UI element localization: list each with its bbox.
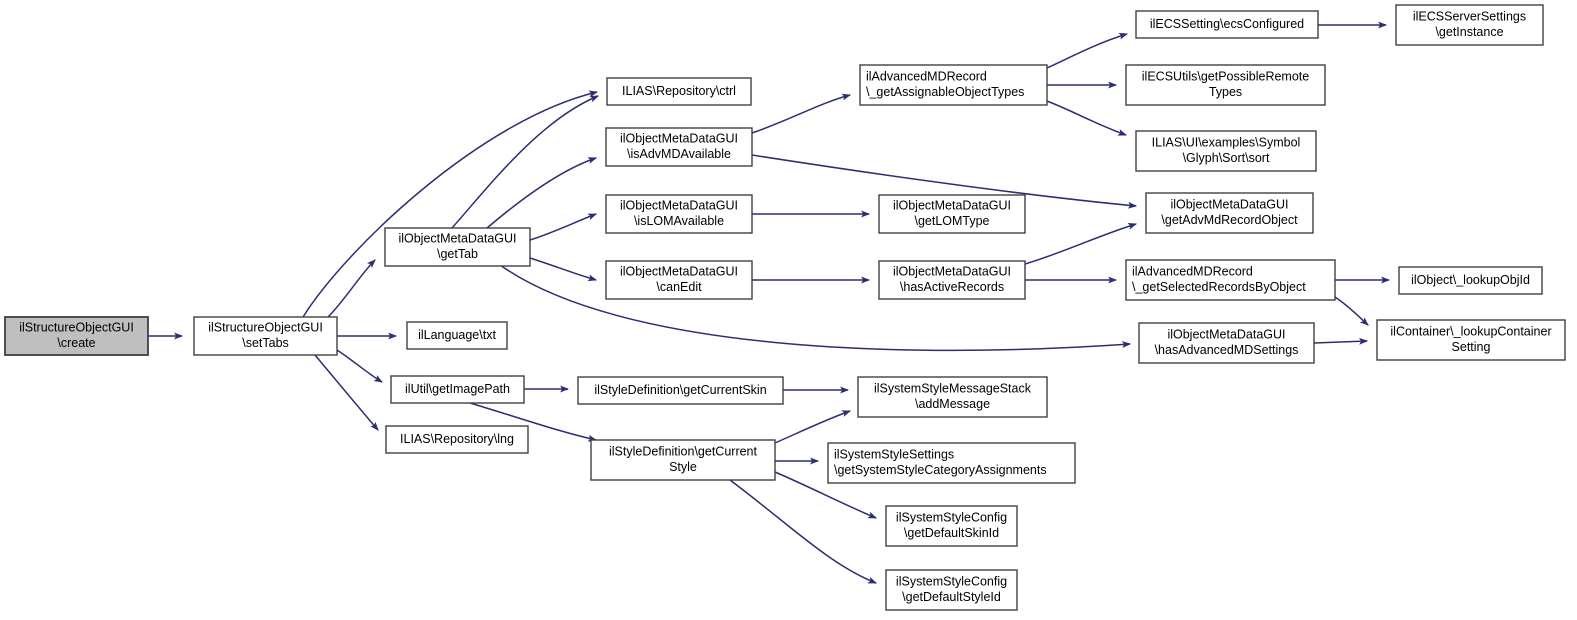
node-addMessage[interactable]: ilSystemStyleMessageStack\addMessage bbox=[857, 376, 1048, 418]
node-box-setTabs[interactable] bbox=[193, 316, 338, 356]
node-box-symbolSort[interactable] bbox=[1135, 130, 1317, 172]
node-getImagePath[interactable]: ilUtil\getImagePath bbox=[390, 375, 525, 404]
call-edge-setTabs-to-repoCtrl bbox=[302, 90, 599, 318]
node-box-isLOMAvailable[interactable] bbox=[605, 194, 753, 234]
node-canEdit[interactable]: ilObjectMetaDataGUI\canEdit bbox=[605, 260, 753, 300]
call-edge-getTab-to-canEdit bbox=[529, 257, 598, 282]
node-defaultStyleId[interactable]: ilSystemStyleConfig\getDefaultStyleId bbox=[885, 569, 1018, 611]
node-box-getLOMType[interactable] bbox=[878, 194, 1026, 234]
node-hasActiveRecords[interactable]: ilObjectMetaDataGUI\hasActiveRecords bbox=[878, 260, 1026, 300]
node-advMdRecordObject[interactable]: ilObjectMetaDataGUI\getAdvMdRecordObject bbox=[1145, 192, 1314, 234]
call-edge-selectedRecords-to-lookupContainer bbox=[1334, 296, 1369, 326]
call-edge-isAdvMDAvailable-to-advMdRecordObject bbox=[751, 154, 1138, 209]
node-symbolSort[interactable]: ILIAS\UI\examples\Symbol\Glyph\Sort\sort bbox=[1135, 130, 1317, 172]
edges-layer bbox=[148, 21, 1391, 584]
call-edge-setTabs-to-getImagePath bbox=[336, 349, 383, 383]
node-box-repoLng[interactable] bbox=[385, 425, 529, 454]
node-box-getCurrentStyle[interactable] bbox=[590, 439, 776, 481]
node-box-advMdRecordObject[interactable] bbox=[1145, 192, 1314, 234]
call-edge-getTab-to-isLOMAvailable bbox=[529, 213, 598, 241]
node-box-hasActiveRecords[interactable] bbox=[878, 260, 1026, 300]
call-edge-getTab-to-isAdvMDAvailable bbox=[486, 157, 598, 229]
node-ecsConfigured[interactable]: ilECSSetting\ecsConfigured bbox=[1135, 10, 1319, 39]
node-box-defaultSkinId[interactable] bbox=[885, 505, 1018, 547]
call-edge-getTab-to-repoCtrl bbox=[451, 95, 600, 229]
node-box-categoryAssign[interactable] bbox=[827, 442, 1076, 484]
node-box-selectedRecords[interactable] bbox=[1125, 259, 1336, 301]
node-isAdvMDAvailable[interactable]: ilObjectMetaDataGUI\isAdvMDAvailable bbox=[605, 127, 753, 167]
node-box-addMessage[interactable] bbox=[857, 376, 1048, 418]
node-box-ecsConfigured[interactable] bbox=[1135, 10, 1319, 39]
call-edge-hasAdvMDSettings-to-lookupContainer bbox=[1313, 337, 1369, 345]
node-defaultSkinId[interactable]: ilSystemStyleConfig\getDefaultSkinId bbox=[885, 505, 1018, 547]
node-box-getInstance[interactable] bbox=[1395, 4, 1544, 46]
node-box-getTab[interactable] bbox=[384, 227, 531, 267]
node-isLOMAvailable[interactable]: ilObjectMetaDataGUI\isLOMAvailable bbox=[605, 194, 753, 234]
node-repoLng[interactable]: ILIAS\Repository\lng bbox=[385, 425, 529, 454]
node-box-getCurrentSkin[interactable] bbox=[577, 376, 784, 405]
node-setTabs[interactable]: ilStructureObjectGUI\setTabs bbox=[193, 316, 338, 356]
node-box-canEdit[interactable] bbox=[605, 260, 753, 300]
node-lookupObjId[interactable]: ilObject\_lookupObjId bbox=[1398, 266, 1543, 295]
node-ilLanguageTxt[interactable]: ilLanguage\txt bbox=[406, 321, 508, 350]
node-box-ilLanguageTxt[interactable] bbox=[406, 321, 508, 350]
call-edge-setTabs-to-repoLng bbox=[314, 354, 379, 431]
nodes-layer: ilStructureObjectGUI\create ilStructureOb… bbox=[4, 4, 1566, 611]
node-box-lookupObjId[interactable] bbox=[1398, 266, 1543, 295]
node-box-hasAdvMDSettings[interactable] bbox=[1138, 322, 1315, 364]
node-box-lookupContainer[interactable] bbox=[1376, 319, 1566, 361]
node-box-assignableTypes[interactable] bbox=[859, 64, 1048, 106]
node-getTab[interactable]: ilObjectMetaDataGUI\getTab bbox=[384, 227, 531, 267]
call-edge-getTab-to-hasAdvMDSettings bbox=[499, 264, 1132, 352]
call-edge-assignableTypes-to-ecsConfigured bbox=[1046, 32, 1129, 69]
node-getInstance[interactable]: ilECSServerSettings\getInstance bbox=[1395, 4, 1544, 46]
call-edge-getCurrentStyle-to-addMessage bbox=[774, 410, 852, 444]
call-edge-getCurrentStyle-to-defaultSkinId bbox=[774, 471, 878, 519]
node-box-getImagePath[interactable] bbox=[390, 375, 525, 404]
call-edge-isAdvMDAvailable-to-assignableTypes bbox=[751, 93, 852, 134]
node-getLOMType[interactable]: ilObjectMetaDataGUI\getLOMType bbox=[878, 194, 1026, 234]
node-hasAdvMDSettings[interactable]: ilObjectMetaDataGUI\hasAdvancedMDSetting… bbox=[1138, 322, 1315, 364]
node-box-repoCtrl[interactable] bbox=[606, 77, 752, 106]
node-repoCtrl[interactable]: ILIAS\Repository\ctrl bbox=[606, 77, 752, 106]
node-box-create[interactable] bbox=[4, 316, 149, 356]
call-edge-getImagePath-to-getCurrentStyle bbox=[469, 402, 598, 442]
node-assignableTypes[interactable]: ilAdvancedMDRecord\_getAssignableObjectT… bbox=[859, 64, 1048, 106]
call-edge-setTabs-to-getTab bbox=[327, 259, 376, 318]
call-edge-assignableTypes-to-symbolSort bbox=[1046, 100, 1128, 136]
node-categoryAssign[interactable]: ilSystemStyleSettings\getSystemStyleCate… bbox=[827, 442, 1076, 484]
node-box-possibleRemote[interactable] bbox=[1125, 64, 1326, 106]
node-create[interactable]: ilStructureObjectGUI\create bbox=[4, 316, 149, 356]
call-edge-getCurrentStyle-to-defaultStyleId bbox=[729, 479, 878, 584]
node-box-defaultStyleId[interactable] bbox=[885, 569, 1018, 611]
node-box-isAdvMDAvailable[interactable] bbox=[605, 127, 753, 167]
call-edge-hasActiveRecords-to-advMdRecordObject bbox=[1024, 223, 1138, 265]
node-getCurrentSkin[interactable]: ilStyleDefinition\getCurrentSkin bbox=[577, 376, 784, 405]
node-selectedRecords[interactable]: ilAdvancedMDRecord\_getSelectedRecordsBy… bbox=[1125, 259, 1336, 301]
